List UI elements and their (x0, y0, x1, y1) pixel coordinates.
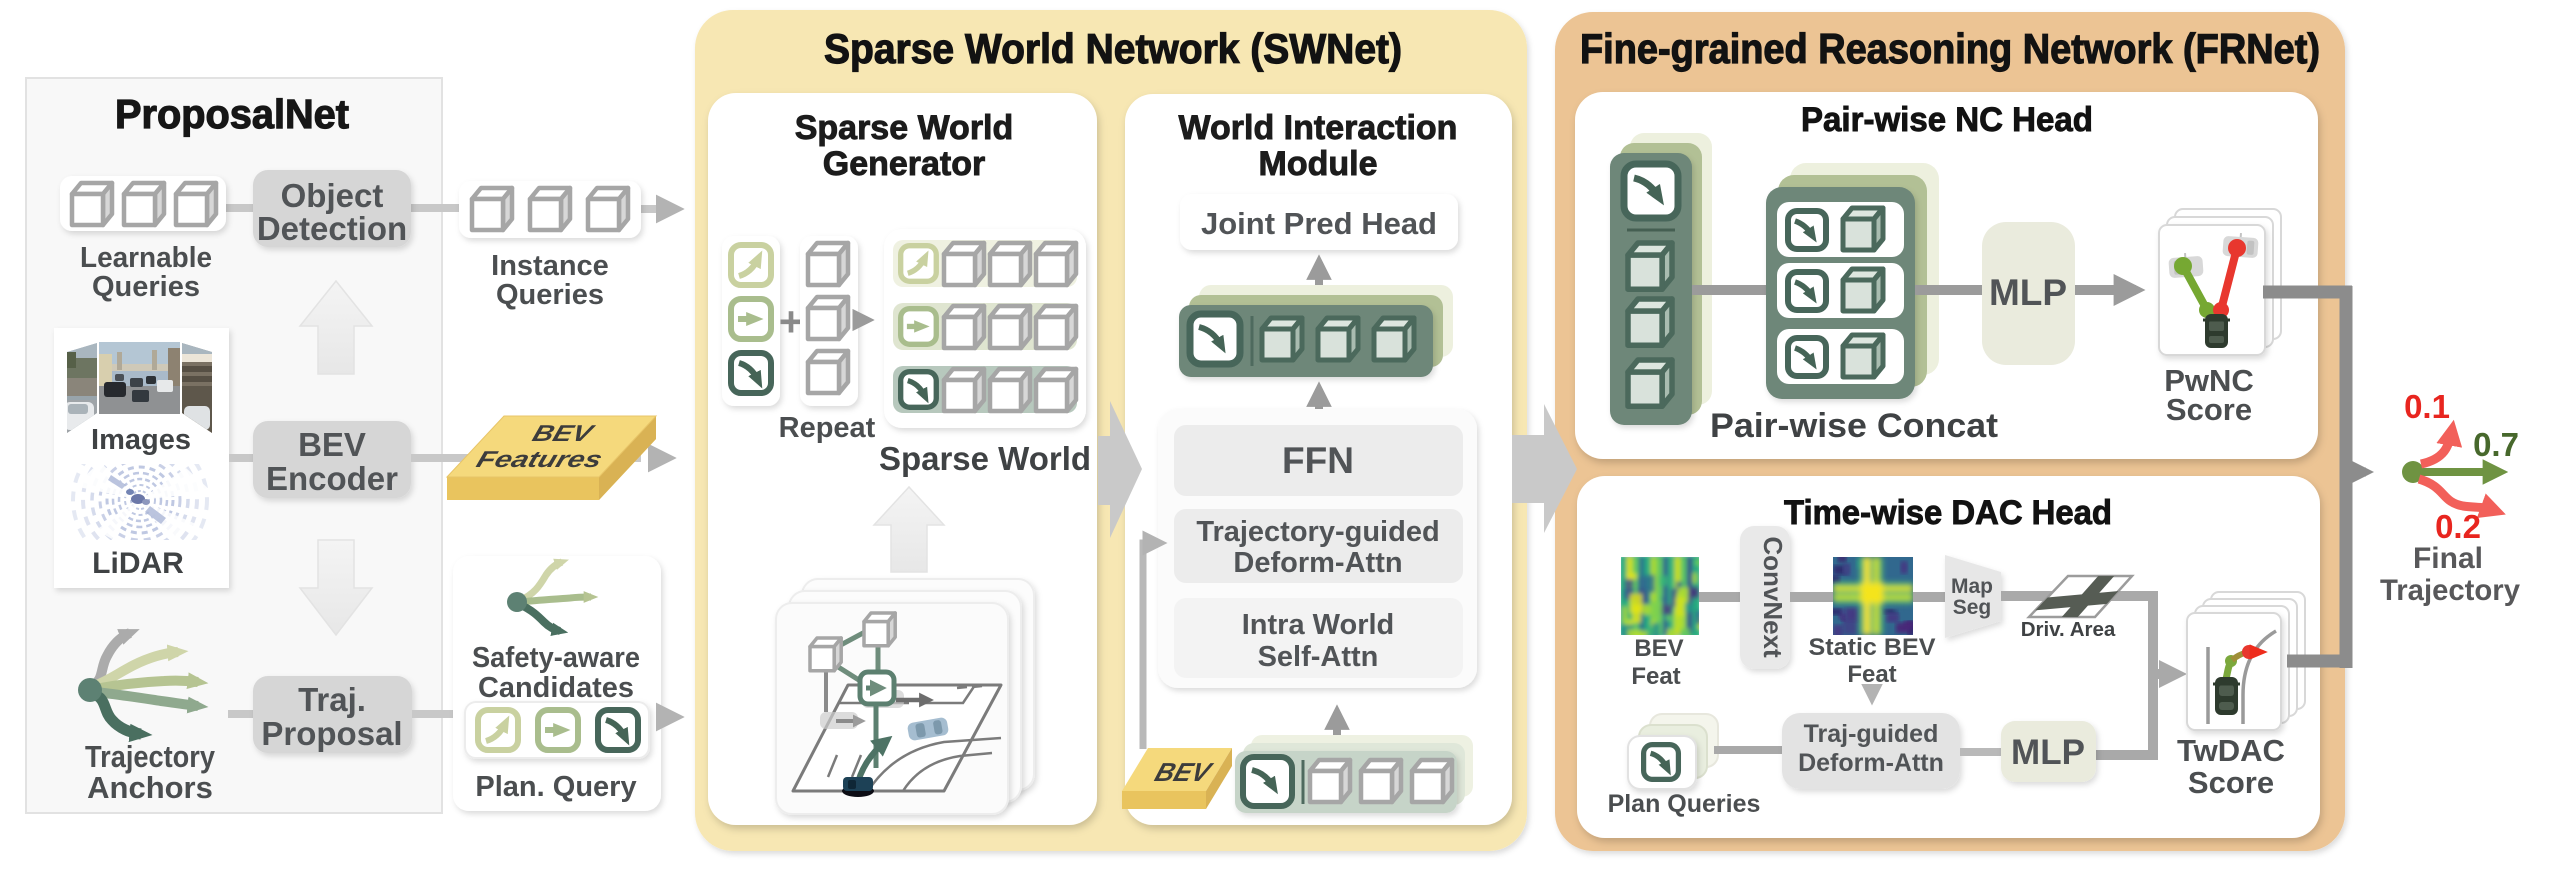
svg-text:ProposalNet: ProposalNet (115, 91, 349, 137)
svg-text:TwDAC: TwDAC (2177, 733, 2285, 768)
svg-text:Encoder: Encoder (266, 460, 398, 497)
svg-text:Detection: Detection (257, 210, 407, 247)
svg-text:Queries: Queries (496, 279, 604, 311)
svg-text:0.1: 0.1 (2404, 388, 2450, 425)
svg-text:Static BEV: Static BEV (1809, 634, 1936, 661)
svg-text:Anchors: Anchors (87, 770, 213, 805)
svg-text:MLP: MLP (2011, 733, 2085, 772)
svg-text:Plan Queries: Plan Queries (1608, 790, 1761, 818)
svg-text:Trajectory: Trajectory (85, 739, 216, 774)
svg-text:Trajectory-guided: Trajectory-guided (1196, 516, 1439, 548)
svg-text:Score: Score (2166, 392, 2252, 427)
svg-text:Deform-Attn: Deform-Attn (1798, 749, 1944, 777)
svg-text:BEV: BEV (298, 426, 366, 463)
svg-text:Repeat: Repeat (779, 412, 876, 444)
svg-text:Sparse World: Sparse World (879, 440, 1091, 477)
svg-text:Features: Features (473, 447, 605, 472)
svg-text:Traj.: Traj. (298, 681, 366, 718)
svg-text:Module: Module (1259, 145, 1378, 183)
svg-text:Queries: Queries (92, 271, 200, 303)
svg-text:Seg: Seg (1953, 596, 1992, 619)
svg-text:Driv. Area: Driv. Area (2021, 618, 2116, 641)
svg-text:Joint Pred Head: Joint Pred Head (1201, 206, 1437, 241)
svg-text:LiDAR: LiDAR (92, 547, 184, 580)
svg-text:Safety-aware: Safety-aware (472, 642, 640, 674)
svg-text:Feat: Feat (1631, 663, 1680, 690)
svg-text:Object: Object (281, 177, 384, 214)
svg-text:Images: Images (91, 424, 191, 456)
svg-text:Time-wise DAC Head: Time-wise DAC Head (1784, 494, 2112, 532)
svg-text:Trajectory: Trajectory (2380, 574, 2520, 607)
svg-text:+: + (779, 298, 804, 345)
svg-text:Sparse World: Sparse World (795, 109, 1014, 147)
svg-text:Sparse World Network (SWNet): Sparse World Network (SWNet) (824, 25, 1402, 72)
svg-text:Pair-wise Concat: Pair-wise Concat (1710, 407, 1998, 445)
svg-text:World Interaction: World Interaction (1179, 109, 1458, 147)
svg-text:Proposal: Proposal (261, 715, 402, 752)
svg-text:BEV: BEV (529, 421, 598, 446)
svg-text:Learnable: Learnable (80, 242, 212, 274)
svg-text:Map: Map (1951, 575, 1993, 598)
svg-text:Traj-guided: Traj-guided (1804, 720, 1939, 748)
svg-text:Self-Attn: Self-Attn (1258, 641, 1379, 673)
svg-text:Deform-Attn: Deform-Attn (1233, 547, 1402, 579)
svg-text:Feat: Feat (1847, 661, 1896, 688)
svg-text:FFN: FFN (1282, 440, 1354, 481)
svg-text:0.7: 0.7 (2473, 426, 2519, 463)
svg-text:Score: Score (2188, 765, 2274, 800)
svg-text:Generator: Generator (823, 145, 986, 183)
svg-text:MLP: MLP (1989, 272, 2067, 313)
svg-text:BEV: BEV (1634, 635, 1683, 662)
svg-text:Candidates: Candidates (478, 672, 634, 704)
svg-text:Pair-wise NC Head: Pair-wise NC Head (1801, 101, 2093, 139)
svg-text:Intra World: Intra World (1242, 609, 1395, 641)
svg-text:Plan. Query: Plan. Query (475, 771, 636, 803)
svg-text:0.2: 0.2 (2435, 508, 2481, 545)
svg-text:Final: Final (2413, 542, 2483, 575)
svg-text:ConvNext: ConvNext (1758, 536, 1788, 658)
svg-text:Fine-grained Reasoning Network: Fine-grained Reasoning Network (FRNet) (1580, 25, 2320, 72)
svg-text:Instance: Instance (491, 250, 609, 282)
